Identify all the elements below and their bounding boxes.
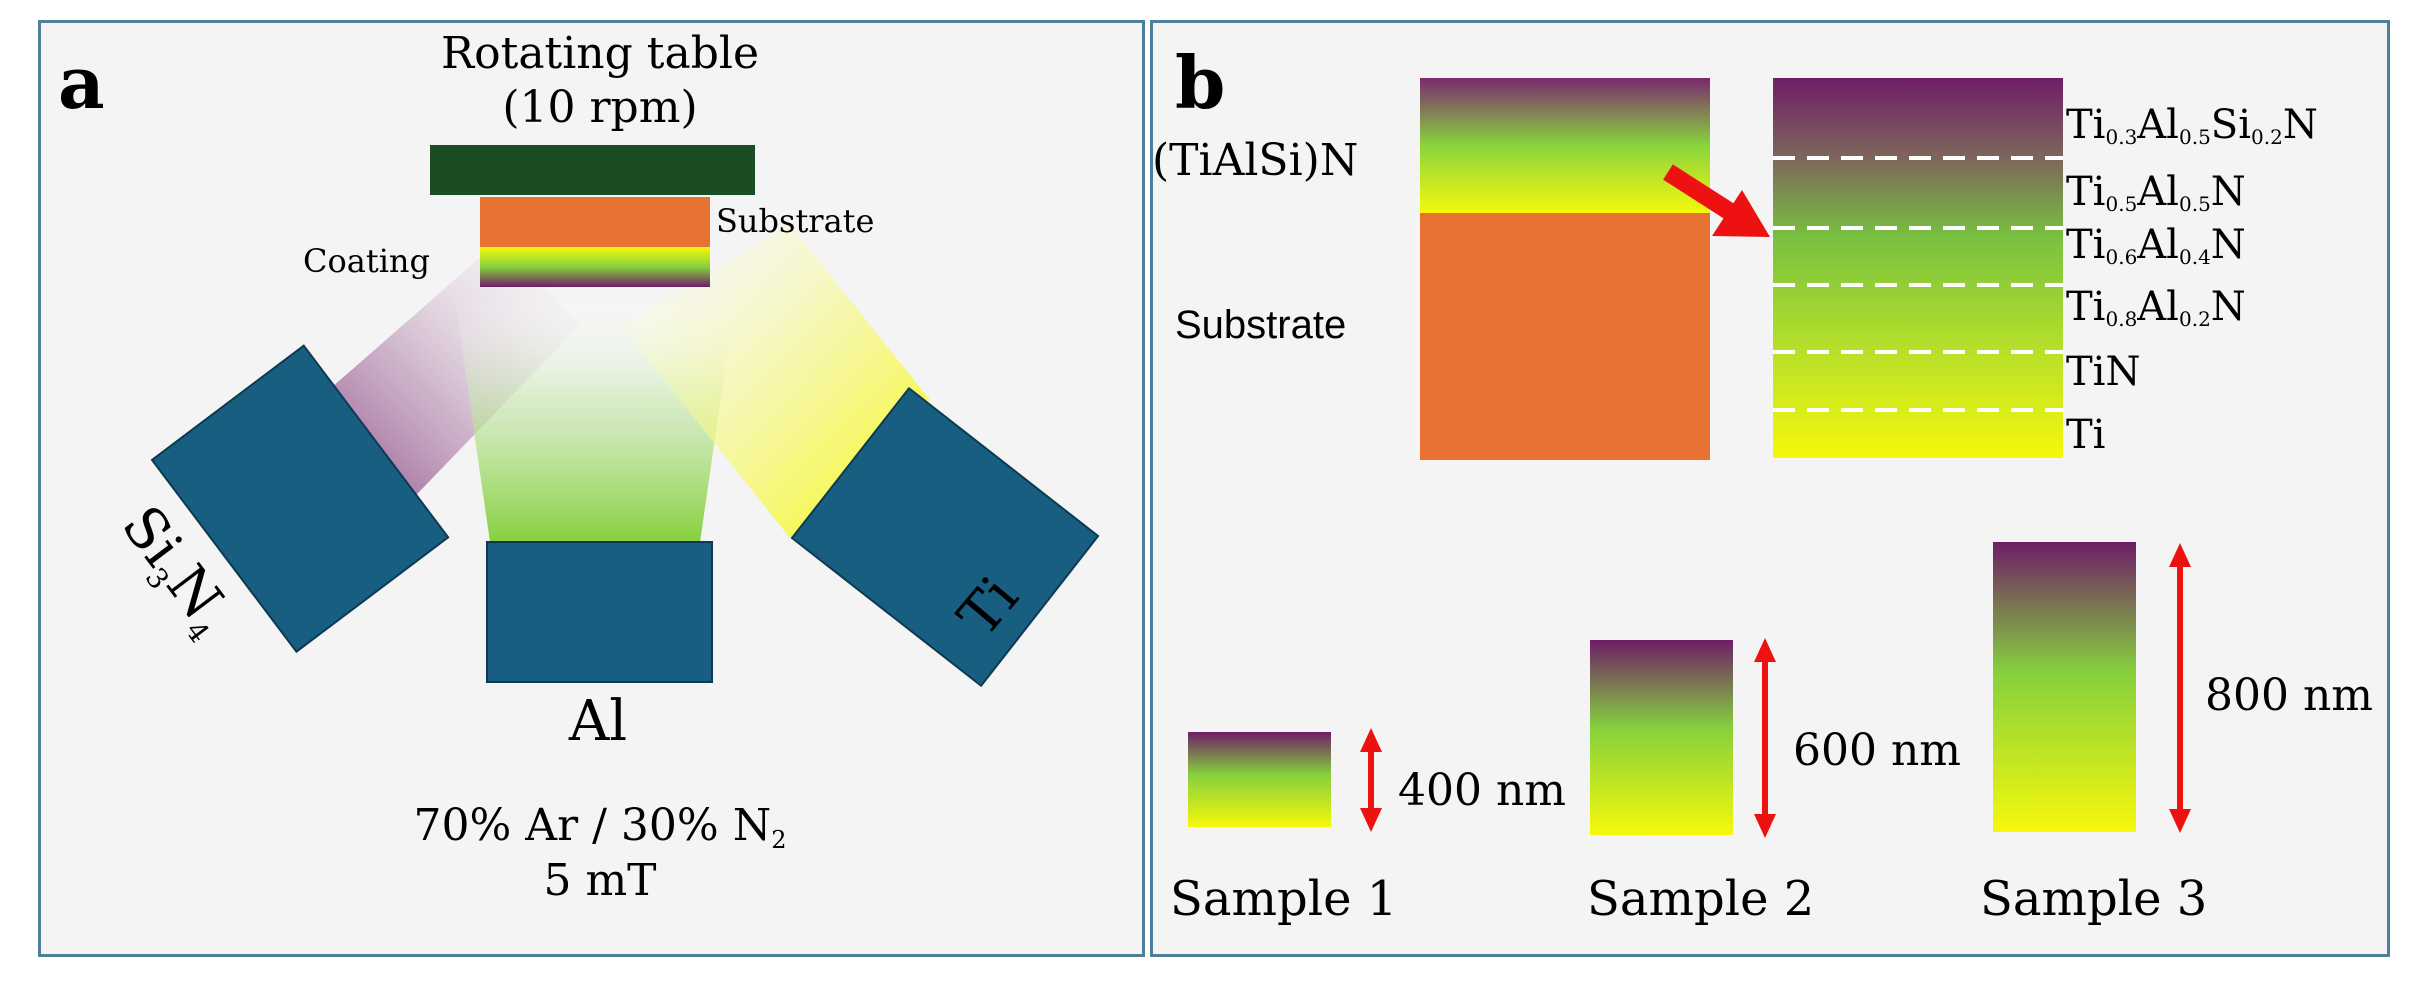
sample-1: 400 nm Sample 1 <box>1170 728 1566 927</box>
layer-label-6: Ti <box>2066 412 2105 458</box>
target-label-al: Al <box>568 689 627 754</box>
target-si3n4 <box>150 344 450 654</box>
sample-1-name: Sample 1 <box>1170 871 1397 927</box>
sample-3-name: Sample 3 <box>1980 871 2207 927</box>
rotating-table-title: Rotating table <box>441 28 759 79</box>
target-ti <box>790 386 1100 688</box>
substrate <box>480 197 710 247</box>
layer-label-1: Ti0.3Al0.5Si0.2N <box>2066 102 2318 149</box>
sample-2-name: Sample 2 <box>1587 871 1814 927</box>
gas-composition: 70% Ar / 30% N2 <box>414 800 787 854</box>
zoom-arrow <box>1663 164 1770 237</box>
layer-label-3: Ti0.6Al0.4N <box>2066 222 2246 269</box>
sample-3-thickness: 800 nm <box>2205 670 2373 721</box>
sample-3: 800 nm Sample 3 <box>1980 542 2373 927</box>
panel-b-label: b <box>1175 40 1225 125</box>
coating-label: Coating <box>303 242 430 280</box>
pressure: 5 mT <box>543 855 656 906</box>
sample-2-thickness: 600 nm <box>1793 725 1961 776</box>
gas-subscript: 2 <box>771 826 786 854</box>
panel-a-label: a <box>58 40 105 125</box>
sample-2: 600 nm Sample 2 <box>1587 638 1961 927</box>
rotating-table-speed: (10 rpm) <box>502 82 697 133</box>
layer-label-4: Ti0.8Al0.2N <box>2066 284 2246 331</box>
sample-3-block <box>1993 542 2136 832</box>
sample-1-block <box>1188 732 1331 827</box>
film-layer <box>1420 78 1710 213</box>
substrate-block-label: Substrate <box>1175 303 1346 347</box>
film-label: (TiAlSi)N <box>1152 135 1358 186</box>
layer-separators <box>1773 156 2063 412</box>
coating <box>480 247 710 287</box>
panel-b <box>1150 20 2390 957</box>
substrate-label: Substrate <box>716 202 874 240</box>
layer-label-2: Ti0.5Al0.5N <box>2066 169 2246 216</box>
rotating-table <box>430 145 755 195</box>
sample-2-block <box>1590 640 1733 835</box>
target-al <box>486 541 713 683</box>
gas-composition-text: 70% Ar / 30% N <box>414 800 772 851</box>
sample-1-thickness: 400 nm <box>1398 765 1566 816</box>
layer-label-5: TiN <box>2066 349 2140 395</box>
substrate-block <box>1420 213 1710 460</box>
layer-stack <box>1773 78 2063 458</box>
